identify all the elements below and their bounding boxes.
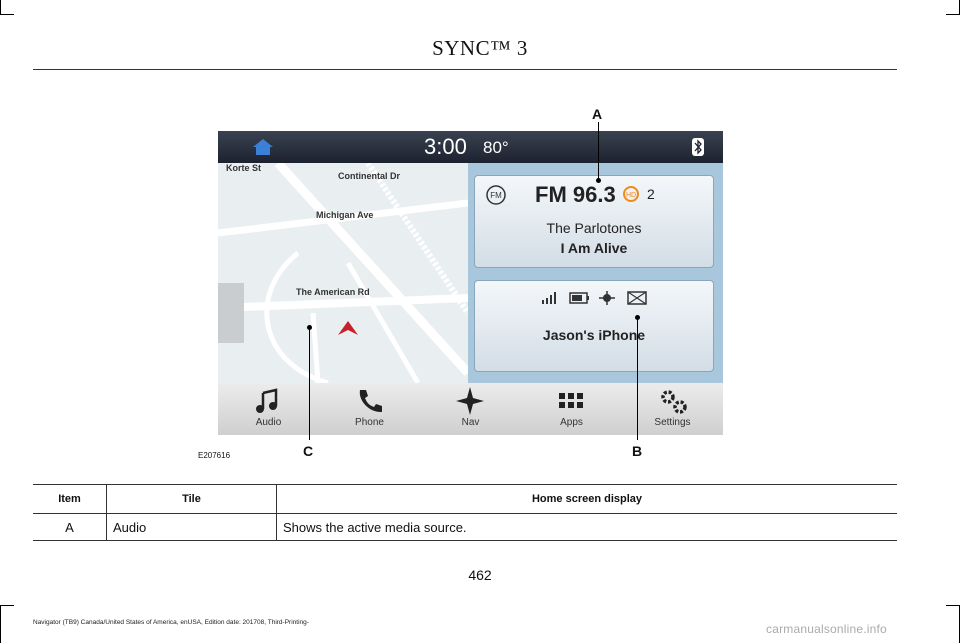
svg-text:FM: FM (490, 191, 502, 200)
dock-phone[interactable]: Phone (319, 383, 420, 435)
map-label-korte: Korte St (226, 163, 262, 173)
artist-name: The Parlotones (546, 220, 642, 236)
phone-status-row (541, 291, 651, 307)
gears-icon (661, 390, 687, 414)
crop-mark-top-left-h (0, 14, 14, 15)
footer-edition: Navigator (TB9) Canada/United States of … (33, 619, 309, 626)
map-label-michigan: Michigan Ave (316, 210, 374, 220)
hd-channel: 2 (647, 186, 655, 202)
phone-icon (359, 390, 382, 413)
station-name: FM 96.3 (535, 182, 616, 207)
map-label-american: The American Rd (296, 287, 370, 297)
callout-c-dot (307, 325, 312, 330)
crop-mark-bottom-right-h (946, 605, 960, 606)
dock-bar: Audio Phone Nav Apps Settings (218, 383, 723, 435)
audio-tile[interactable]: FM FM 96.3 HD 2 The Parlotones I Am Aliv… (474, 175, 714, 268)
table-header-tile: Tile (106, 484, 277, 514)
dock-nav[interactable]: Nav (420, 383, 521, 435)
table-header-desc: Home screen display (276, 484, 897, 514)
dock-apps-label: Apps (560, 417, 583, 428)
music-note-icon (256, 388, 278, 413)
crop-mark-bottom-left-h (0, 605, 14, 606)
roaming-icon (599, 291, 615, 310)
message-icon (627, 291, 647, 310)
page-number: 462 (468, 567, 492, 583)
map-label-continental: Continental Dr (338, 171, 400, 181)
callout-a-line (598, 122, 599, 180)
map-view[interactable]: Korte St Continental Dr Michigan Ave The… (218, 163, 468, 383)
phone-device-name: Jason's iPhone (542, 327, 646, 343)
table-cell-tile: Audio (106, 513, 277, 541)
table-row: A Audio Shows the active media source. (33, 513, 897, 541)
watermark: carmanualsonline.info (766, 622, 887, 636)
navigation-arrow-icon (338, 321, 358, 335)
status-bar: 3:00 80° (218, 131, 723, 163)
signal-icon (541, 291, 557, 310)
header-rule (33, 69, 897, 70)
callout-a-dot (596, 178, 601, 183)
crop-mark-top-left-v (0, 0, 1, 14)
dock-audio-label: Audio (255, 417, 282, 428)
table-cell-desc: Shows the active media source. (276, 513, 897, 541)
dock-audio[interactable]: Audio (218, 383, 319, 435)
callout-c-line (309, 328, 310, 440)
dock-nav-label: Nav (461, 417, 480, 428)
battery-icon (569, 291, 591, 310)
tile-table: Item Tile Home screen display A Audio Sh… (33, 484, 897, 541)
callout-b-dot (635, 315, 640, 320)
clock: 3:00 (424, 134, 467, 159)
crop-mark-bottom-left-v (0, 605, 1, 643)
song-title: I Am Alive (560, 240, 628, 256)
bluetooth-icon (692, 138, 704, 156)
dock-apps[interactable]: Apps (521, 383, 622, 435)
figure-id: E207616 (198, 451, 231, 460)
callout-b-line (637, 318, 638, 440)
callout-a: A (592, 106, 603, 122)
table-header-item: Item (33, 484, 107, 514)
callout-c: C (303, 443, 314, 459)
home-icon[interactable] (252, 138, 274, 156)
dock-settings[interactable]: Settings (622, 383, 723, 435)
apps-grid-icon (559, 393, 583, 408)
temperature: 80° (483, 138, 509, 157)
page-header-title: SYNC™ 3 (432, 36, 528, 60)
phone-tile[interactable]: Jason's iPhone (474, 280, 714, 372)
callout-b: B (632, 443, 643, 459)
map-roads (218, 163, 468, 383)
svg-text:HD: HD (626, 192, 636, 199)
dock-phone-label: Phone (355, 417, 384, 428)
crop-mark-top-right-h (946, 14, 960, 15)
hd-radio-icon: HD (623, 186, 639, 202)
sync-home-screen: 3:00 80° Korte St Continental Dr Michiga… (218, 131, 723, 435)
fm-radio-icon: FM (486, 185, 506, 205)
compass-star-icon (456, 387, 484, 415)
dock-settings-label: Settings (654, 417, 691, 428)
table-cell-item: A (33, 513, 107, 541)
